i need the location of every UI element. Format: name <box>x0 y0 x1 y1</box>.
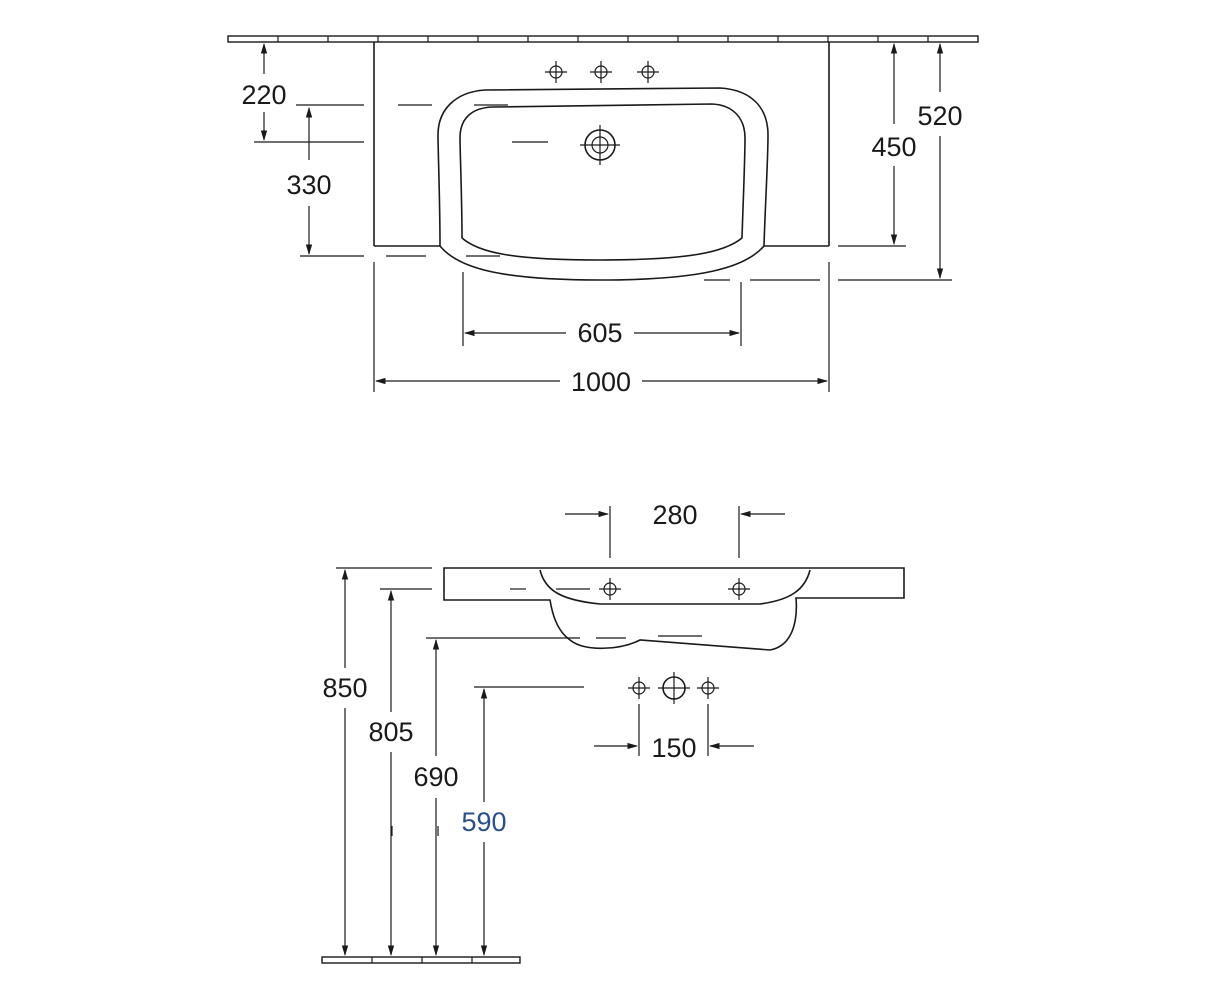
floor-strip <box>321 956 521 964</box>
tap-hole-icon <box>727 577 751 601</box>
tap-hole-icon <box>589 60 613 84</box>
washbasin-outline <box>373 42 830 281</box>
wall-strip <box>227 35 979 43</box>
valve-icon <box>696 676 720 700</box>
tap-hole-icon <box>544 60 568 84</box>
dim-label-1000: 1000 <box>571 367 631 397</box>
washbasin-profile <box>443 567 905 651</box>
reference-lines <box>254 104 952 392</box>
dimension-lines <box>341 510 785 957</box>
tap-hole-icon <box>636 60 660 84</box>
side-view: 280 150 850 805 690 590 <box>321 500 905 964</box>
dim-label-805: 805 <box>368 717 413 747</box>
dimension-lines <box>260 42 944 385</box>
dim-label-520: 520 <box>917 101 962 131</box>
top-view: 220 330 450 520 605 1000 <box>227 35 979 397</box>
dim-label-590: 590 <box>461 807 506 837</box>
valve-group <box>627 672 720 704</box>
reference-lines <box>336 506 740 836</box>
dim-label-850: 850 <box>322 673 367 703</box>
dim-label-220: 220 <box>241 80 286 110</box>
dim-label-450: 450 <box>871 132 916 162</box>
valve-icon <box>627 676 651 700</box>
outlet-icon <box>658 672 690 704</box>
dim-label-690: 690 <box>413 762 458 792</box>
dim-label-150: 150 <box>651 733 696 763</box>
dim-label-280: 280 <box>652 500 697 530</box>
drain-icon <box>580 125 620 165</box>
tap-hole-icon <box>598 577 622 601</box>
dim-label-605: 605 <box>577 318 622 348</box>
dim-label-330: 330 <box>286 170 331 200</box>
